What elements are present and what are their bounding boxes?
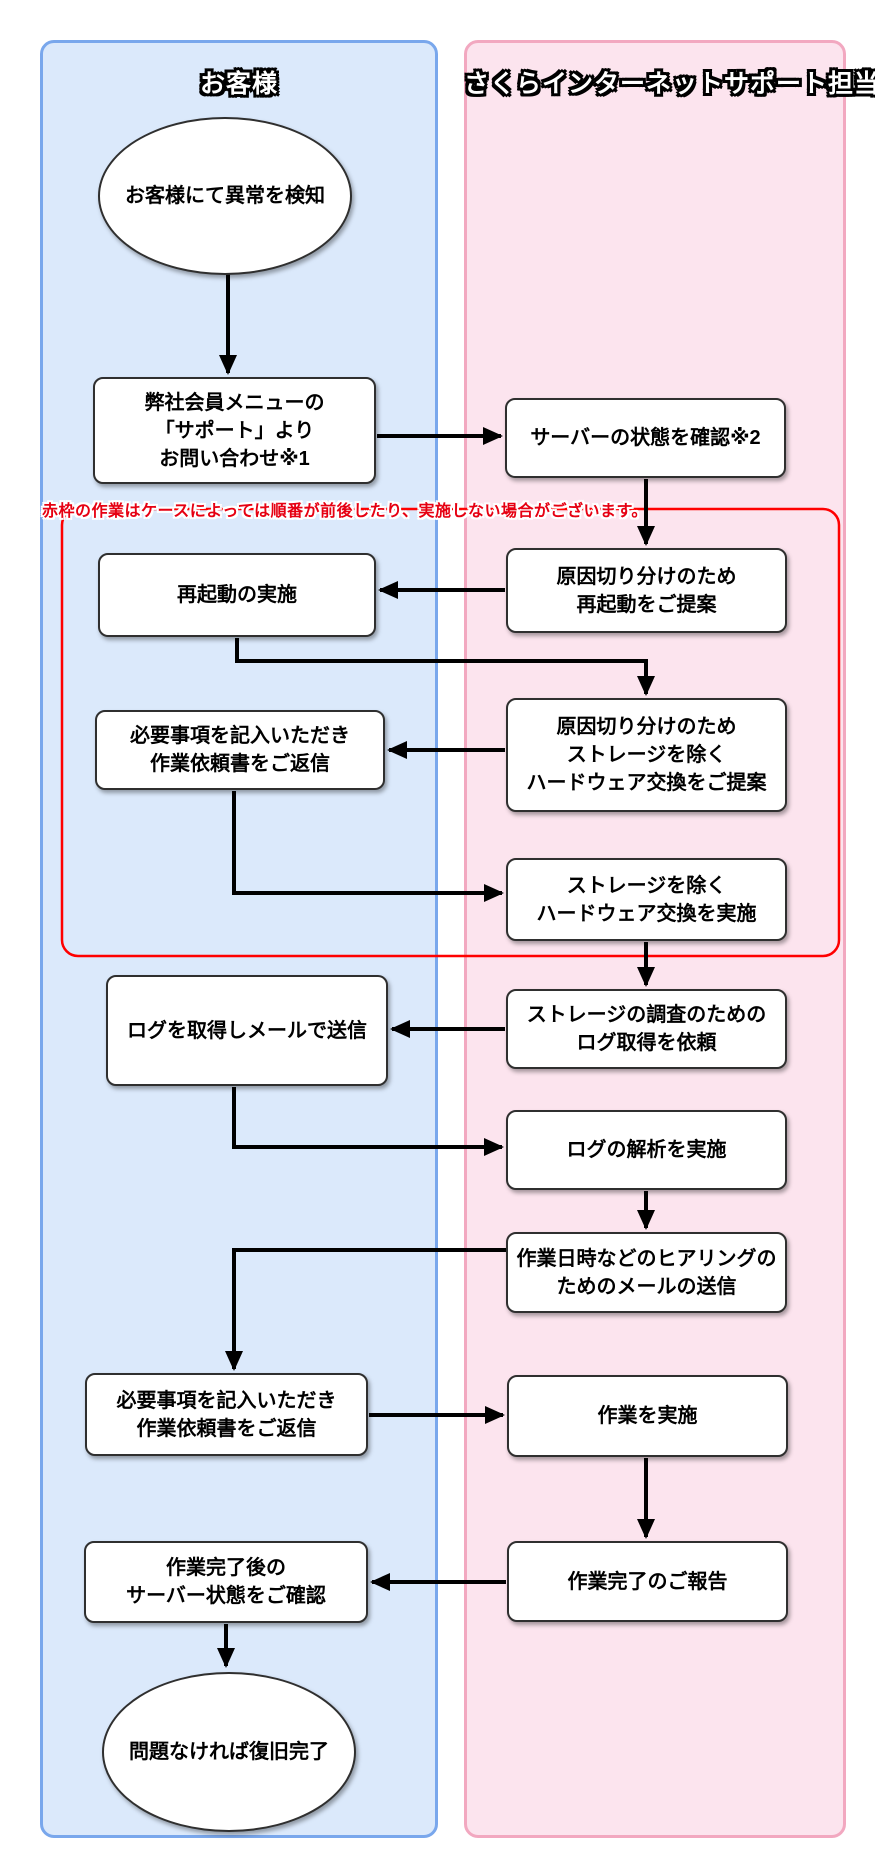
red-frame-note: 赤枠の作業はケースによっては順番が前後したり、実施しない場合がございます。 xyxy=(42,503,648,520)
arrow-form1-to-hw-swap xyxy=(232,791,504,902)
node-return-request-form-2: 必要事項を記入いただき 作業依頼書をご返信 xyxy=(85,1373,368,1456)
node-propose-reboot: 原因切り分けのため 再起動をご提案 xyxy=(506,548,787,633)
arrow-send-log-to-analyze xyxy=(232,1087,504,1156)
node-contact-support: 弊社会員メニューの 「サポート」より お問い合わせ※1 xyxy=(93,377,376,484)
node-confirm-server-state: 作業完了後の サーバー状態をご確認 xyxy=(84,1541,368,1623)
lane-title-support: さくらインターネットサポート担当 xyxy=(464,70,875,98)
node-execute-work: 作業を実施 xyxy=(507,1375,788,1457)
node-recovery-complete: 問題なければ復旧完了 xyxy=(102,1672,356,1832)
customer-lane xyxy=(40,40,438,1838)
node-propose-hw-swap: 原因切り分けのため ストレージを除く ハードウェア交換をご提案 xyxy=(506,698,787,812)
node-report-complete: 作業完了のご報告 xyxy=(507,1541,788,1622)
node-execute-hw-swap: ストレージを除く ハードウェア交換を実施 xyxy=(506,858,787,941)
arrow-hearing-to-form2 xyxy=(225,1248,506,1371)
node-detect-anomaly: お客様にて異常を検知 xyxy=(98,117,352,275)
node-send-log-mail: ログを取得しメールで送信 xyxy=(106,975,388,1086)
node-check-server-state: サーバーの状態を確認※2 xyxy=(505,398,786,478)
node-request-log: ストレージの調査のための ログ取得を依頼 xyxy=(506,989,787,1069)
node-hearing-mail: 作業日時などのヒアリングの ためのメールの送信 xyxy=(506,1232,787,1313)
arrow-reboot-to-propose-hw xyxy=(235,638,655,696)
node-execute-reboot: 再起動の実施 xyxy=(98,553,376,637)
node-analyze-log: ログの解析を実施 xyxy=(506,1110,787,1190)
lane-title-customer: お客様 xyxy=(199,70,278,98)
node-return-request-form-1: 必要事項を記入いただき 作業依頼書をご返信 xyxy=(95,710,385,790)
red-optional-steps-frame xyxy=(60,507,841,958)
